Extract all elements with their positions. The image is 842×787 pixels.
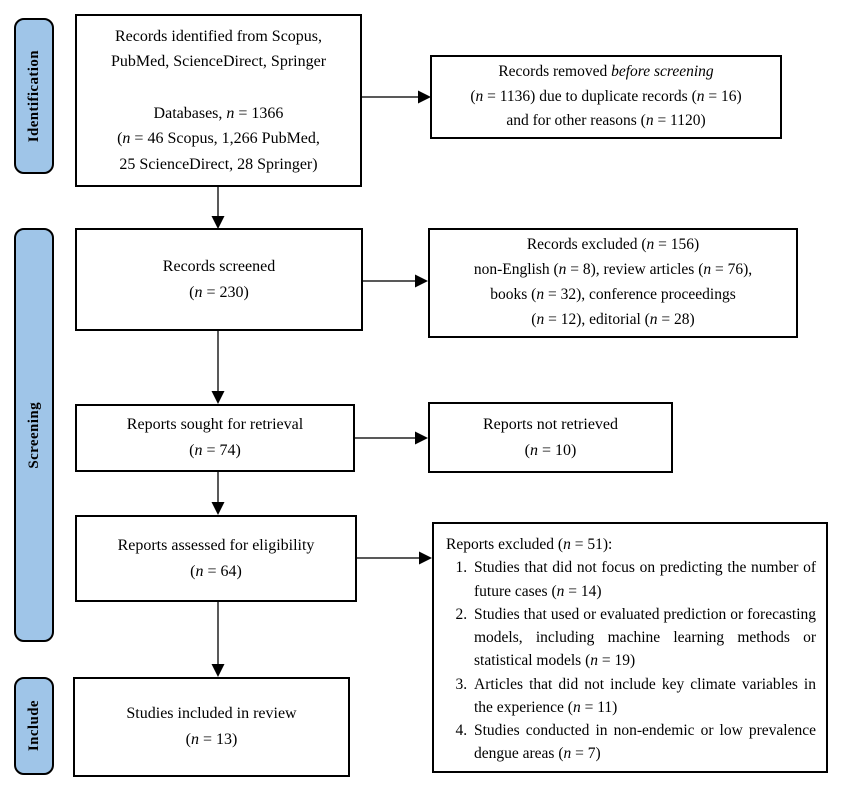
arrow-screened-to-excluded — [363, 274, 428, 288]
excluded-reason-1: Studies that did not focus on predicting… — [471, 556, 816, 603]
box-reports-assessed: Reports assessed for eligibility(n = 64) — [75, 515, 357, 602]
arrow-sought-to-not-retrieved — [355, 431, 428, 445]
box-records-screened: Records screened(n = 230) — [75, 228, 363, 331]
excluded-reason-2: Studies that used or evaluated predictio… — [471, 603, 816, 673]
box-reports-sought-text: Reports sought for retrieval(n = 74) — [126, 416, 304, 459]
arrow-sought-to-assessed — [211, 472, 225, 515]
arrow-screened-to-sought — [211, 331, 225, 404]
stage-identification: Identification — [14, 18, 54, 174]
arrow-assessed-to-reports-excluded — [357, 551, 432, 565]
arrow-identified-to-removed — [362, 90, 431, 104]
excluded-reason-3: Articles that did not include key climat… — [471, 673, 816, 720]
stage-include-label: Include — [25, 700, 42, 752]
box-records-excluded-text: Records excluded (n = 156)non-English (n… — [473, 236, 753, 328]
box-studies-included-text: Studies included in review(n = 13) — [126, 705, 297, 748]
stage-include: Include — [14, 677, 54, 775]
arrow-assessed-to-included — [211, 602, 225, 677]
box-records-identified-text: Records identified from Scopus,PubMed, S… — [110, 27, 327, 173]
box-reports-not-retrieved: Reports not retrieved(n = 10) — [428, 402, 673, 473]
box-records-identified: Records identified from Scopus,PubMed, S… — [75, 14, 362, 187]
box-records-removed: Records removed before screening(n = 113… — [430, 55, 782, 139]
box-reports-sought: Reports sought for retrieval(n = 74) — [75, 404, 355, 472]
stage-identification-label: Identification — [25, 49, 42, 143]
box-studies-included: Studies included in review(n = 13) — [73, 677, 350, 777]
box-reports-not-retrieved-text: Reports not retrieved(n = 10) — [482, 415, 619, 459]
box-records-excluded: Records excluded (n = 156)non-English (n… — [428, 228, 798, 338]
excluded-reason-4: Studies conducted in non-endemic or low … — [471, 719, 816, 766]
box-records-screened-text: Records screened(n = 230) — [162, 257, 276, 301]
box-reports-excluded: Reports excluded (n = 51): Studies that … — [432, 522, 828, 773]
reports-excluded-reason-list: Studies that did not focus on predicting… — [446, 556, 816, 765]
arrow-identified-to-screened — [211, 187, 225, 229]
stage-screening: Screening — [14, 228, 54, 642]
box-reports-excluded-title: Reports excluded (n = 51): — [446, 536, 613, 553]
box-reports-assessed-text: Reports assessed for eligibility(n = 64) — [117, 536, 315, 580]
box-records-removed-text: Records removed before screening(n = 113… — [470, 62, 742, 130]
stage-screening-label: Screening — [25, 401, 42, 469]
